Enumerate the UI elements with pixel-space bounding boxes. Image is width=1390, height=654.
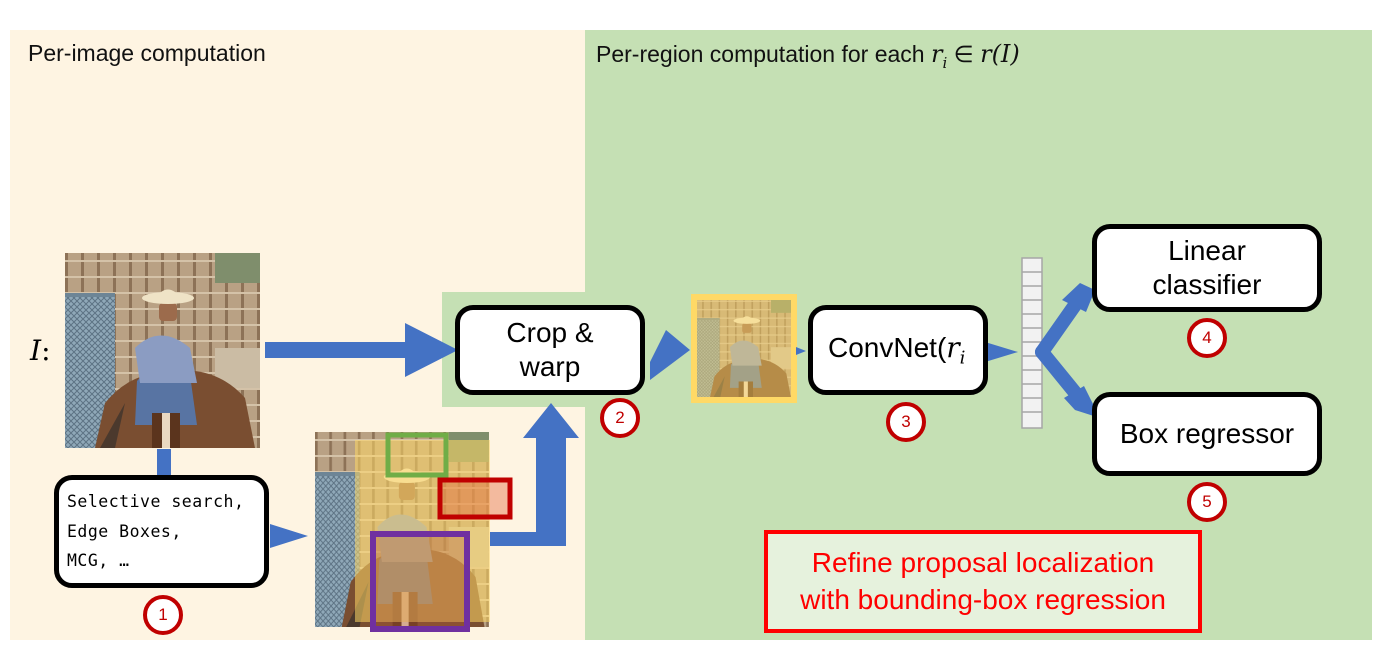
step-badge-1: 1 [143,595,183,635]
linear-classifier-node: Linear classifier [1092,224,1322,312]
convnet-ri-symbol: ri [946,330,966,369]
note-line1: Refine proposal localization [811,546,1155,578]
proposal-box-green [385,432,449,478]
step-badge-3: 3 [886,402,926,442]
per-image-title: Per-image computation [28,40,266,66]
input-image [65,253,260,448]
feature-vector [1021,257,1043,429]
box-regressor-node: Box regressor [1092,392,1322,476]
element-of-symbol: ∈ [953,41,974,67]
crop-warp-line1: Crop & [506,317,594,349]
proposals-image [315,432,513,632]
proposal-box-red [437,477,513,520]
rI-symbol: r(I) [980,40,1020,68]
arrow-image-to-crop [265,323,458,377]
arrow-crop-to-warped [650,330,690,380]
per-region-title-text: Per-region computation for each [596,41,931,67]
arrow-to-linear-head [1062,283,1095,312]
proposal-box-purple [370,531,470,632]
box-regressor-label: Box regressor [1119,418,1295,450]
linear-classifier-line1: Linear [1168,235,1246,267]
step-badge-5: 5 [1187,482,1227,522]
input-symbol: I: [29,334,51,367]
arrow-proposal-to-boxes [270,524,308,548]
arrow-convnet-to-features [985,342,1018,362]
note-line2: with bounding-box regression [800,583,1166,615]
step-badge-2: 2 [600,398,640,438]
per-region-title: Per-region computation for each ri ∈ r(I… [596,40,1020,72]
proposal-method-line2: Edge Boxes, [67,521,182,541]
crop-warp-line2: warp [519,351,581,382]
convnet-label: ConvNet( [828,331,947,363]
crop-warp-node: Crop & warp [455,305,645,395]
proposal-method-line1: Selective search, [67,491,245,511]
arrow-boxes-to-crop [490,403,579,546]
arrow-warped-to-convnet [796,347,806,355]
proposal-method-line3: MCG, … [67,551,130,571]
arrow-to-box-shaft [1035,345,1084,402]
bbox-regression-note: Refine proposal localization with boundi… [764,530,1202,633]
arrow-to-linear-shaft [1035,298,1082,359]
step-badge-4: 4 [1187,318,1227,358]
convnet-node: ConvNet(ri [808,305,988,395]
linear-classifier-line2: classifier [1152,269,1262,300]
ri-symbol: ri [930,40,948,72]
arrow-to-box-head [1064,386,1100,418]
warped-region-image [691,294,797,403]
proposal-method-node: Selective search, Edge Boxes, MCG, … [54,475,269,588]
